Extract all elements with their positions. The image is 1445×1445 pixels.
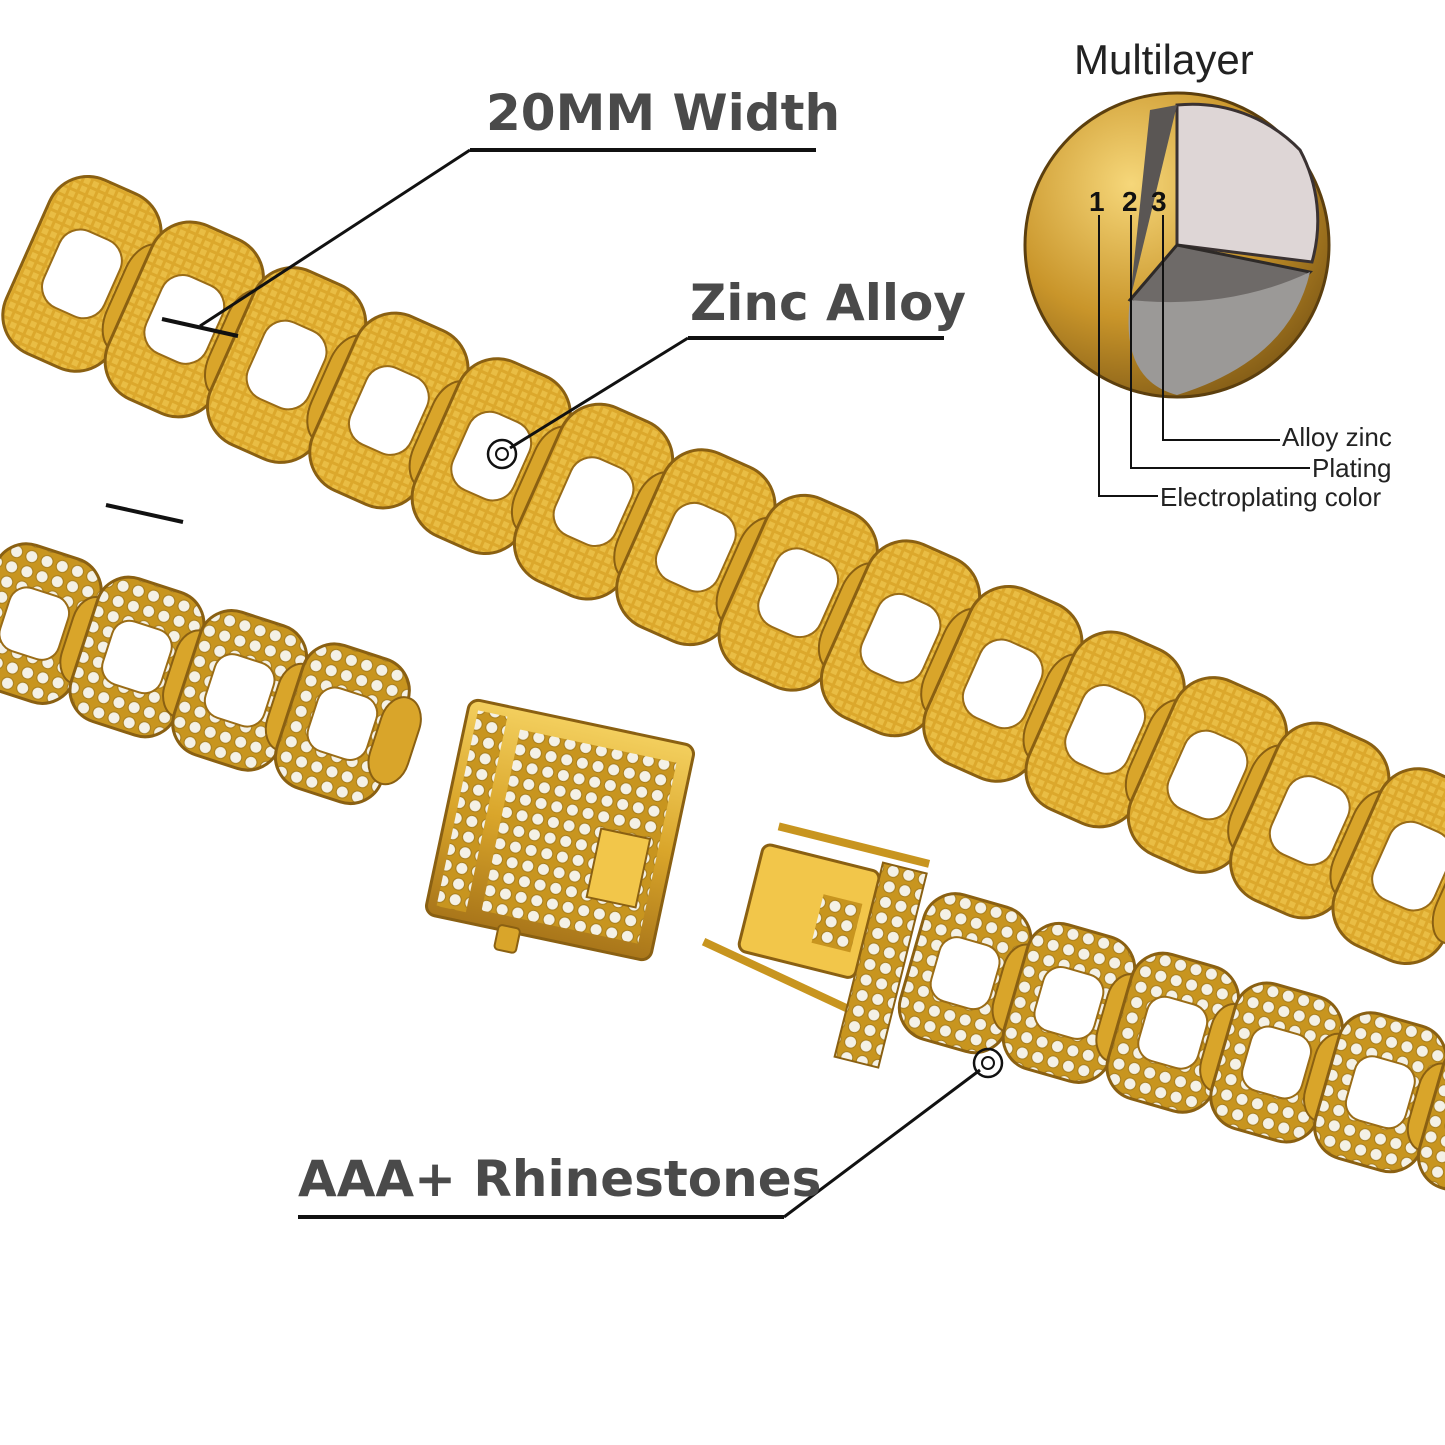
layer-label-color: Electroplating color	[1160, 482, 1382, 512]
layer-label-plating: Plating	[1312, 453, 1392, 483]
width-callout-label: 20MM Width	[486, 84, 841, 142]
callout-lines	[105, 148, 1004, 1219]
layer-label-alloy: Alloy zinc	[1282, 422, 1392, 452]
rhinestone-chain-right	[897, 892, 1445, 1203]
stones-callout-label: AAA+ Rhinestones	[298, 1150, 822, 1208]
multilayer-title: Multilayer	[1074, 36, 1254, 83]
box-clasp	[425, 698, 695, 962]
layer-leader-lines	[1098, 215, 1310, 497]
rhinestone-link	[1209, 981, 1356, 1144]
layer-number-2: 2	[1122, 186, 1138, 217]
material-callout-label: Zinc Alloy	[690, 274, 966, 332]
rhinestone-link	[273, 642, 422, 805]
rhinestone-link	[1416, 1041, 1445, 1203]
solid-chain	[1, 174, 1445, 965]
layer-number-1: 1	[1089, 186, 1105, 217]
rhinestone-chain-left	[0, 542, 422, 805]
clasp-tongue	[701, 822, 931, 1069]
layer-number-3: 3	[1151, 186, 1167, 217]
multilayer-sphere	[1023, 91, 1331, 399]
chain-link	[1331, 767, 1445, 965]
